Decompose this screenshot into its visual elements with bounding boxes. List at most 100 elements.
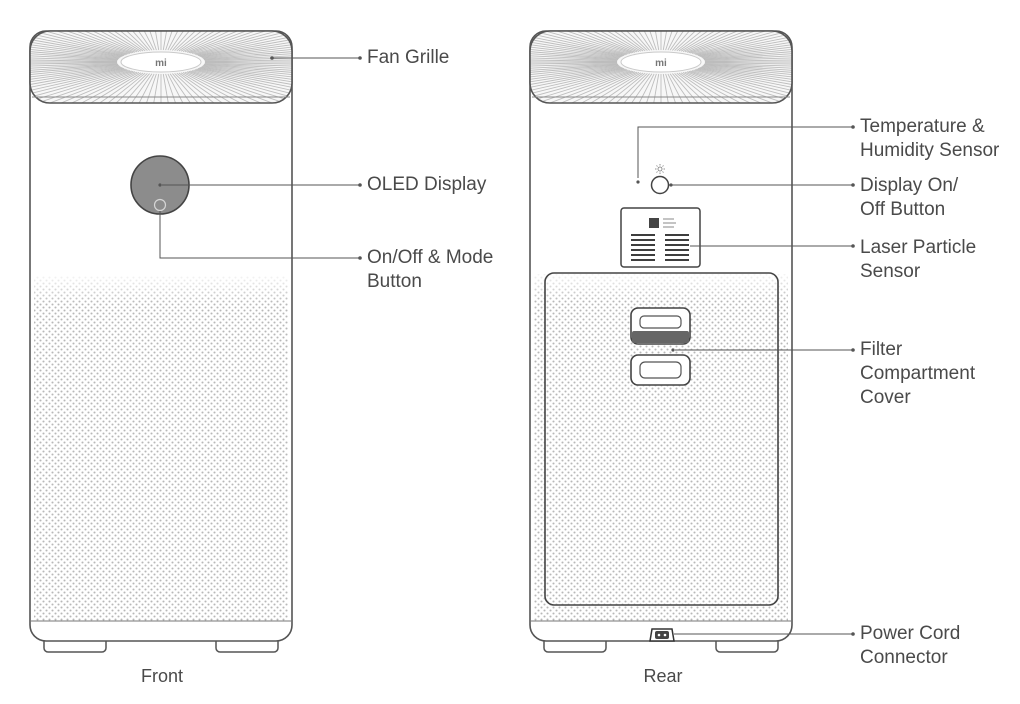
grille-ray [195,69,292,101]
grille-ray [176,31,233,52]
grille-ray [530,31,631,54]
grille-ray [688,31,788,54]
grille-ray [704,52,792,61]
rear-unit: mi [529,30,793,653]
grille-ray [551,31,638,53]
grille-ray [30,62,118,69]
grille-ray [629,31,655,51]
grille-ray [186,31,279,53]
grille-ray [184,31,271,53]
grille-ray [30,31,123,57]
grille-ray [180,72,253,103]
grille-ray [199,31,292,57]
grille-ray [530,63,618,72]
temp-humidity-sensor [636,180,640,184]
grille-ray [534,31,634,54]
grille-ray [530,31,623,57]
grille-ray [530,52,618,61]
grille-ray [30,69,127,101]
leader-dots [270,56,855,636]
grille-ray [700,66,792,90]
grille-ray [162,31,172,51]
grille-ray [51,31,138,53]
caption-front: Front [140,666,183,686]
grille-ray [139,31,157,51]
grille-ray [674,73,724,103]
grille-ray [530,31,632,54]
grille-ray [79,31,144,52]
grille-ray [704,62,792,66]
leader-temp-sensor [637,126,853,178]
grille-ray [650,31,660,51]
grille-ray [530,65,620,84]
grille-ray [530,64,619,78]
grille-ray [30,55,118,62]
grille-ray [203,46,292,60]
grille-ray [680,31,753,52]
grille-ray [579,31,644,52]
grille-ray [30,31,127,55]
grille-ray [30,52,118,61]
grille-ray [530,31,625,56]
grille-ray [699,67,792,93]
grille-ray [190,31,292,54]
grille-ray [530,34,622,58]
grille-ray [129,73,155,103]
grille-ray [30,65,120,84]
grille-ray [203,64,292,78]
label-laser-particle-sensor: Laser Particle Sensor [860,237,977,282]
grille-ray [30,68,126,98]
grille-ray [139,73,157,103]
grille-ray [704,63,792,72]
grille-ray [686,31,779,53]
grille-ray [30,58,118,62]
grille-ray [665,73,683,103]
grille-ray [204,63,292,72]
grille-ray [530,69,627,101]
grille-ray [690,31,792,54]
grille-ray [197,68,292,96]
display-onoff-button [650,164,670,195]
grille-ray [530,66,622,90]
grille-ray [129,31,155,51]
grille-ray [69,31,142,52]
grille-ray [662,31,672,51]
mode-button [153,198,167,212]
grille-ray [98,73,148,103]
grille-ray [150,73,160,103]
grille-ray [162,73,172,103]
grille-ray [560,72,640,103]
grille-ray [579,72,644,103]
grille-ray [182,72,262,103]
grille-ray [701,66,792,87]
grille-ray [89,72,146,103]
grille-ray [204,52,292,61]
grille-ray [703,64,792,75]
grille-ray [703,46,792,60]
rear-logo: mi [655,58,667,69]
grille-ray [699,31,792,57]
grille-ray [589,31,646,52]
grille-ray [700,34,792,58]
grille-ray [30,66,121,87]
label-mode-button: On/Off & Mode Button [367,247,494,292]
grille-ray [680,72,753,103]
grille-ray [702,40,792,59]
grille-ray [30,70,132,103]
grille-ray [30,40,120,59]
grille-ray [530,70,632,103]
grille-ray [30,31,125,56]
power-cord-connector [649,628,675,642]
grille-ray [30,43,120,59]
grille-ray [30,49,119,60]
grille-ray [530,55,618,62]
grille-ray [589,72,646,103]
grille-ray [30,66,122,90]
grille-ray [530,67,623,93]
grille-ray [30,31,131,54]
grille-ray [203,49,292,60]
grille-ray [165,31,183,51]
filter-handle-bottom [630,354,691,386]
grille-ray [667,73,693,103]
grille-ray [150,31,160,51]
